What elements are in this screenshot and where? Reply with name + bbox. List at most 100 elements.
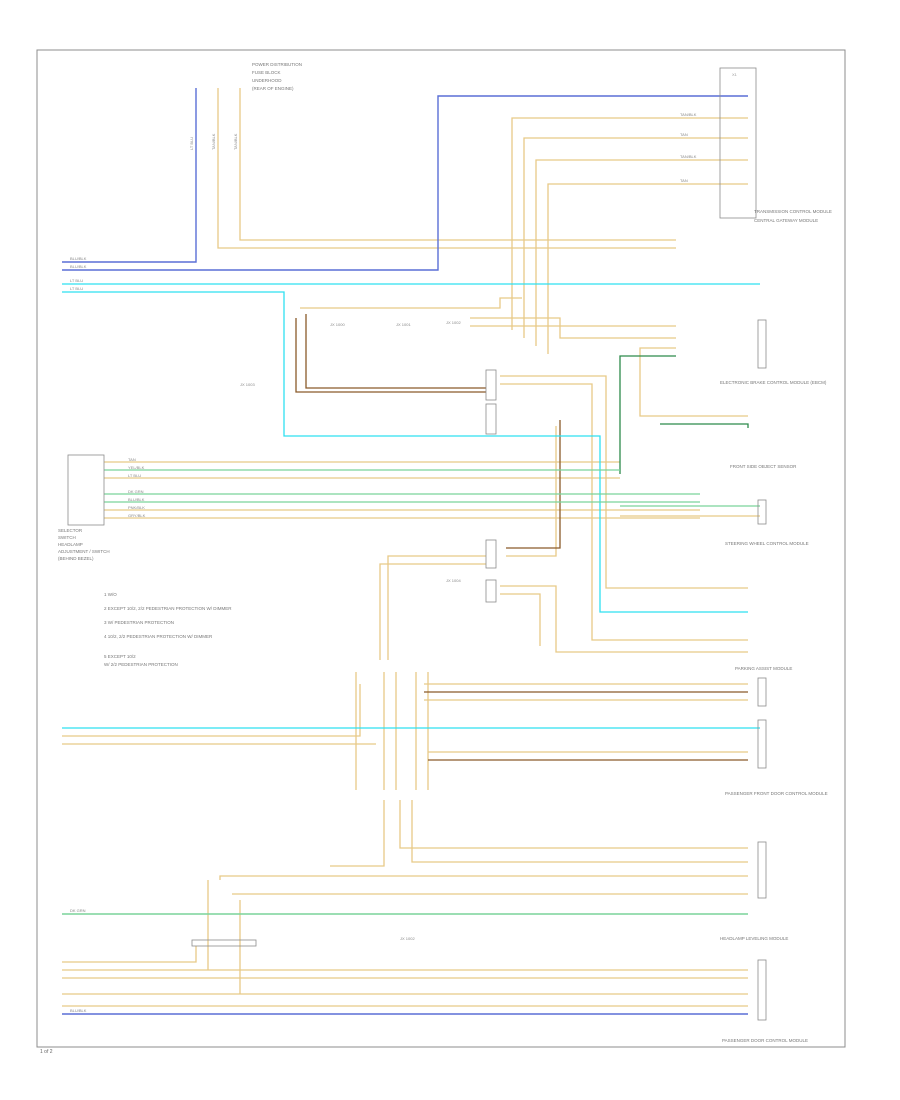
wire-brown-2 bbox=[305, 314, 486, 389]
component-label-park-assist: PARKING ASSIST MODULE bbox=[735, 666, 792, 671]
wire-group-brown bbox=[295, 314, 748, 761]
wire-label-cyan-1: LT BLU bbox=[70, 278, 83, 283]
wire-lower-3 bbox=[500, 585, 748, 653]
connector-headlamp bbox=[757, 841, 767, 899]
wire-fuse-tan-1 bbox=[217, 88, 676, 249]
connector-switch bbox=[67, 454, 105, 526]
component-label-tcm: TRANSMISSION CONTROL MODULE bbox=[754, 209, 832, 214]
splice-label-2: JX 1001 bbox=[396, 322, 411, 327]
wire-label-bottom-blue: BLU/BLK bbox=[70, 1008, 87, 1013]
wire-label-blue-2: BLU/BLK bbox=[70, 264, 87, 269]
wire-group-green bbox=[62, 355, 760, 915]
wire-ebcm-2 bbox=[500, 383, 748, 641]
wire-brown-down bbox=[506, 420, 561, 549]
component-label-headlamp: HEADLAMP LEVELING MODULE bbox=[720, 936, 788, 941]
wire-label-switch-6: PNK/BLK bbox=[128, 505, 145, 510]
wire-label-tcm-2: TAN bbox=[680, 132, 688, 137]
wire-splice-mid bbox=[470, 317, 676, 339]
wire-label-fuse-2: TAN/BLK bbox=[211, 133, 216, 150]
wire-side-green bbox=[660, 423, 749, 428]
wire-fuse-blue bbox=[62, 88, 197, 263]
top-label-line-1: POWER DISTRIBUTION bbox=[252, 62, 302, 67]
right-component-labels: TRANSMISSION CONTROL MODULE CENTRAL GATE… bbox=[720, 209, 832, 1043]
connector-park bbox=[757, 677, 767, 707]
wire-group-cyan bbox=[62, 283, 760, 729]
top-label-line-2: FUSE BLOCK bbox=[252, 70, 281, 75]
wire-bottom-1 bbox=[399, 800, 748, 849]
diagram-frame bbox=[36, 49, 846, 1048]
label-group: LT BLU TAN/BLK TAN/BLK LT BLU LT BLU BLU/BLK B… bbox=[70, 72, 738, 1013]
wire-group-blue bbox=[62, 88, 748, 1015]
wire-label-switch-7: GRY/BLK bbox=[128, 513, 146, 518]
wire-ebcm-1 bbox=[500, 375, 748, 589]
wire-label-switch-2: YEL/BLK bbox=[128, 465, 145, 470]
component-label-side-sensor: FRONT SIDE OBJECT SENSOR bbox=[730, 464, 797, 469]
wire-brown-1 bbox=[295, 318, 486, 393]
page-code: 1 of 2 bbox=[40, 1049, 53, 1055]
wire-label-tcm-4: TAN bbox=[680, 178, 688, 183]
component-label-ebcm: ELECTRONIC BRAKE CONTROL MODULE (EBCM) bbox=[720, 380, 827, 385]
wire-label-fuse-3: TAN/BLK bbox=[233, 133, 238, 150]
wire-label-switch-5: BLU/BLK bbox=[128, 497, 145, 502]
wire-tcm-3 bbox=[535, 159, 748, 346]
splice-box-1 bbox=[485, 369, 497, 401]
wire-bottom-6 bbox=[62, 946, 197, 963]
wire-lower-2 bbox=[379, 563, 486, 660]
wire-tan-down bbox=[506, 426, 557, 557]
wire-tcm-2 bbox=[523, 137, 748, 338]
top-label-line-4: (REAR OF ENGINE) bbox=[252, 86, 294, 91]
wire-bottom-2 bbox=[411, 800, 748, 863]
splice-bar-bottom bbox=[191, 939, 257, 947]
splice-box-2 bbox=[485, 403, 497, 435]
wire-splice-upper bbox=[300, 297, 522, 309]
wire-label-switch-4: DK GRN bbox=[128, 489, 144, 494]
wire-h-4 bbox=[62, 684, 361, 737]
connector-group bbox=[67, 67, 767, 1021]
wire-label-tcm-1: TAN/BLK bbox=[680, 112, 697, 117]
connector-label-tcm: X1 bbox=[732, 72, 738, 77]
splice-label-3: JX 1002 bbox=[446, 320, 461, 325]
connector-tcm bbox=[719, 67, 757, 219]
notes-block: 1 W/O 2 EXCEPT 10/2, 2/2 PEDESTRIAN PROT… bbox=[104, 592, 232, 667]
wire-bottom-3 bbox=[219, 875, 748, 880]
wire-label-tcm-3: TAN/BLK bbox=[680, 154, 697, 159]
left-label-line-2: SWITCH bbox=[58, 535, 76, 540]
splice-label-bottom: JX 1002 bbox=[400, 936, 415, 941]
splice-box-lower bbox=[485, 539, 497, 569]
wire-label-cyan-2: LT BLU bbox=[70, 286, 83, 291]
top-label-line-3: UNDERHOOD bbox=[252, 78, 282, 83]
wire-label-bottom-green: DK GRN bbox=[70, 908, 86, 913]
note-1: 1 W/O bbox=[104, 592, 117, 597]
note-4: 4 10/2, 2/2 PEDESTRIAN PROTECTION W/ DIM… bbox=[104, 634, 213, 639]
top-label: POWER DISTRIBUTION FUSE BLOCK UNDERHOOD … bbox=[252, 62, 302, 91]
wire-label-switch-1: TAN bbox=[128, 457, 136, 462]
wire-tcm-1 bbox=[511, 117, 748, 330]
wire-ebcm-green bbox=[619, 355, 676, 474]
note-6: W/ 2/2 PEDESTRIAN PROTECTION bbox=[104, 662, 178, 667]
connector-pass-door bbox=[757, 959, 767, 1021]
wire-cyan-2 bbox=[62, 291, 748, 613]
note-3: 3 W/ PEDESTRIAN PROTECTION bbox=[104, 620, 174, 625]
left-label-line-3: HEADLAMP bbox=[58, 542, 83, 547]
component-label-steering: STEERING WHEEL CONTROL MODULE bbox=[725, 541, 809, 546]
splice-label-1: JX 1000 bbox=[330, 322, 345, 327]
connector-ebcm bbox=[757, 319, 767, 369]
wire-bottom-5 bbox=[330, 800, 385, 867]
left-label-line-1: SELECTOR bbox=[58, 528, 83, 533]
wire-tcm-4 bbox=[547, 183, 748, 354]
connector-front-door bbox=[757, 719, 767, 769]
splice-box-lower-2 bbox=[485, 579, 497, 603]
wire-label-fuse-1: LT BLU bbox=[189, 137, 194, 150]
wire-label-blue-1: BLU/BLK bbox=[70, 256, 87, 261]
wire-lower-4 bbox=[500, 593, 541, 646]
component-label-front-door: PASSENGER FRONT DOOR CONTROL MODULE bbox=[725, 791, 828, 796]
wire-label-switch-3: LT BLU bbox=[128, 473, 141, 478]
connector-steering bbox=[757, 499, 767, 525]
left-label-line-5: (BEHIND BEZEL) bbox=[58, 556, 94, 561]
wire-fuse-tan-2 bbox=[239, 88, 676, 241]
splice-label-5: JX 1004 bbox=[446, 578, 461, 583]
left-label-line-4: ADJUSTMENT / SWITCH bbox=[58, 549, 110, 554]
wire-ebcm-3 bbox=[639, 347, 748, 417]
left-component-label: SELECTOR SWITCH HEADLAMP ADJUSTMENT / SW… bbox=[58, 528, 110, 561]
component-label-gateway: CENTRAL GATEWAY MODULE bbox=[754, 218, 818, 223]
